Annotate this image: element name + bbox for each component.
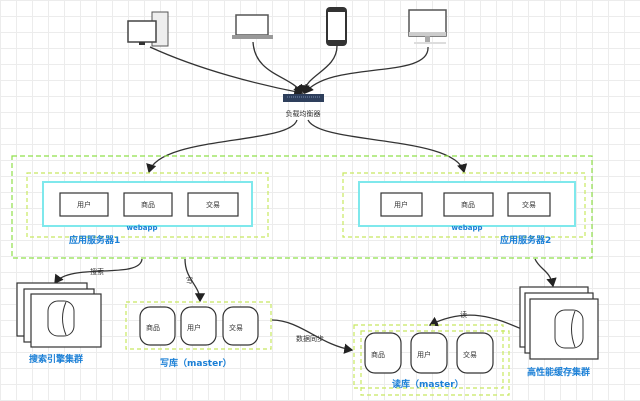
module-box: 用户 <box>59 192 109 217</box>
svg-text:用户: 用户 <box>394 200 408 209</box>
database-cylinder: 用户 <box>410 332 448 374</box>
app-server-2 <box>342 172 586 238</box>
edge-label-read: 读 <box>460 310 467 319</box>
read-db-replica <box>360 330 510 396</box>
edge-label-search: 搜索 <box>90 267 104 276</box>
app-server-1 <box>26 172 269 238</box>
imac-icon <box>408 9 447 44</box>
database-cylinder: 商品 <box>139 306 176 346</box>
database-cylinder: 交易 <box>222 306 259 346</box>
laptop-icon <box>232 14 273 39</box>
edge-label-sync: 数据同步 <box>296 334 324 343</box>
edge-lb-to-app1 <box>146 119 298 174</box>
database-cylinder: 商品 <box>364 332 402 374</box>
write-db-label: 写库（master） <box>160 357 232 369</box>
read-db-label: 读库（master） <box>392 378 464 390</box>
svg-text:商品: 商品 <box>461 200 475 209</box>
edge-imac-to-lb <box>304 46 429 95</box>
smartphone-icon <box>326 7 347 46</box>
webapp-label: webapp <box>127 224 158 232</box>
write-db-group <box>125 301 272 350</box>
read-db-group <box>353 324 504 389</box>
webapp-label: webapp <box>452 224 483 232</box>
load-balancer-label: 负载均衡器 <box>286 109 321 118</box>
edge-label-write: 写 <box>186 277 193 285</box>
database-cylinder: 用户 <box>180 306 217 346</box>
database-icon <box>47 300 75 337</box>
search-cluster-label: 搜索引擎集群 <box>29 353 83 365</box>
network-switch-icon <box>283 94 324 102</box>
svg-text:商品: 商品 <box>371 350 385 359</box>
edge-desktop-to-lb <box>149 46 304 97</box>
database-cylinder: 交易 <box>456 332 494 374</box>
edge-laptop-to-lb <box>252 41 303 95</box>
edge-app2-to-cache <box>534 258 557 288</box>
cache-cluster-label: 高性能缓存集群 <box>527 366 590 378</box>
svg-text:交易: 交易 <box>229 323 243 332</box>
module-box: 用户 <box>380 192 423 217</box>
app-server-2-label: 应用服务器2 <box>500 234 551 246</box>
app-tier-group <box>11 155 593 259</box>
svg-text:交易: 交易 <box>463 350 477 359</box>
module-box: 商品 <box>123 192 173 217</box>
svg-text:用户: 用户 <box>417 350 431 359</box>
database-icon <box>554 309 584 349</box>
edge-read <box>428 314 525 331</box>
module-box: 交易 <box>187 192 239 217</box>
svg-text:交易: 交易 <box>522 200 536 209</box>
edge-lb-to-app2 <box>307 119 468 174</box>
edge-phone-to-lb <box>299 45 338 95</box>
svg-text:交易: 交易 <box>206 200 220 209</box>
desktop-pc-icon <box>127 11 169 47</box>
cache-cluster <box>519 286 599 360</box>
search-cluster <box>16 282 102 348</box>
edge-search <box>54 258 143 285</box>
svg-text:用户: 用户 <box>187 323 201 332</box>
app-server-1-label: 应用服务器1 <box>69 234 120 246</box>
svg-text:商品: 商品 <box>146 323 160 332</box>
svg-text:用户: 用户 <box>77 200 91 209</box>
module-box: 交易 <box>507 192 551 217</box>
svg-text:商品: 商品 <box>141 200 155 209</box>
module-box: 商品 <box>443 192 494 217</box>
edge-write <box>184 258 206 303</box>
edge-sync <box>271 319 354 354</box>
